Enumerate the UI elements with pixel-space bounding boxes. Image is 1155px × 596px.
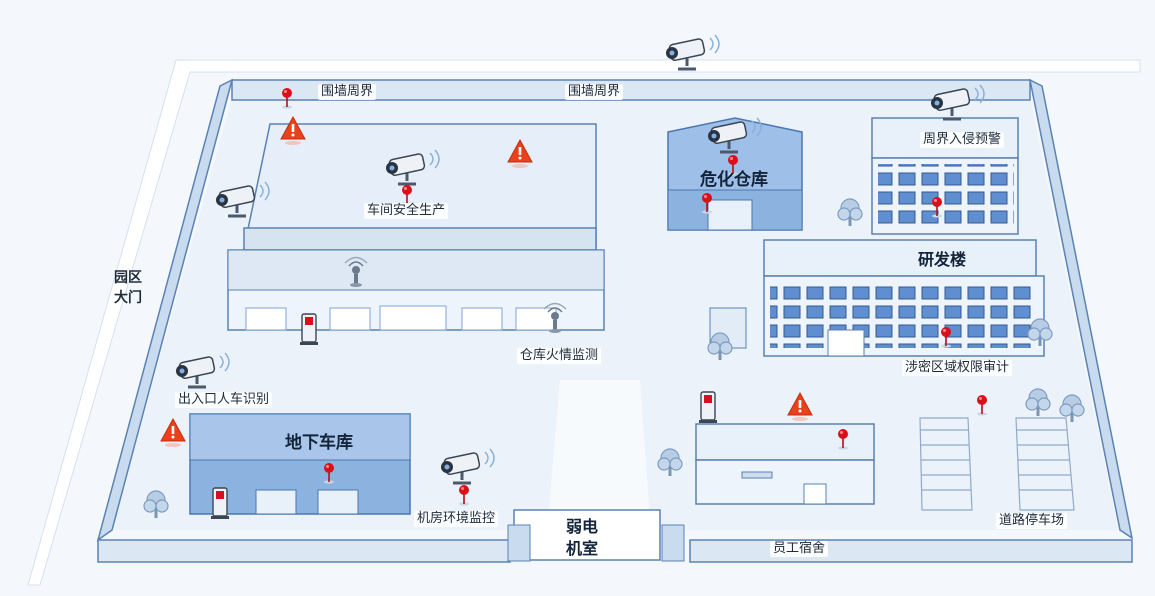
park-gate-line1: 园区 bbox=[114, 270, 142, 286]
perimeter-intrusion-label: 周界入侵预警 bbox=[920, 132, 1005, 149]
wall-label-center: 围墙周界 bbox=[565, 84, 624, 101]
classified-audit-label: 涉密区域权限审计 bbox=[902, 360, 1013, 377]
underground-garage-building bbox=[189, 413, 411, 515]
staff-dorm-label: 员工宿舍 bbox=[770, 541, 829, 558]
access-terminal-icon bbox=[299, 313, 319, 346]
parking-lot bbox=[919, 417, 1075, 511]
road-parking-label: 道路停车场 bbox=[996, 513, 1068, 530]
inner-road bbox=[548, 380, 650, 520]
warehouse-fire-label: 仓库火情监测 bbox=[517, 348, 602, 365]
entrance-recognition-label: 出入口人车识别 bbox=[175, 392, 273, 409]
access-terminal-icon bbox=[210, 487, 230, 520]
weak-current-room bbox=[507, 509, 685, 562]
underground-garage-label: 地下车库 bbox=[285, 433, 353, 453]
weak-current-line2: 机室 bbox=[566, 539, 599, 559]
hazard-warehouse-label: 危化仓库 bbox=[700, 170, 768, 190]
wall-label-left: 围墙周界 bbox=[318, 84, 377, 101]
outer-road bbox=[27, 59, 1141, 586]
park-gate-line2: 大门 bbox=[114, 290, 142, 307]
park-gate-label: 园区 大门 bbox=[114, 268, 142, 309]
access-terminal-icon bbox=[698, 391, 718, 424]
perimeter-wall bbox=[96, 78, 1134, 563]
weak-current-line1: 弱电 bbox=[566, 517, 599, 536]
weak-current-room-label: 弱电 机室 bbox=[566, 516, 598, 561]
server-room-monitor-label: 机房环境监控 bbox=[414, 511, 499, 528]
staff-dorm-building bbox=[695, 423, 875, 505]
workshop-building bbox=[227, 123, 605, 331]
workshop-safety-label: 车间安全生产 bbox=[364, 203, 449, 220]
rnd-building bbox=[709, 239, 1045, 357]
rnd-building-label: 研发楼 bbox=[918, 250, 967, 269]
